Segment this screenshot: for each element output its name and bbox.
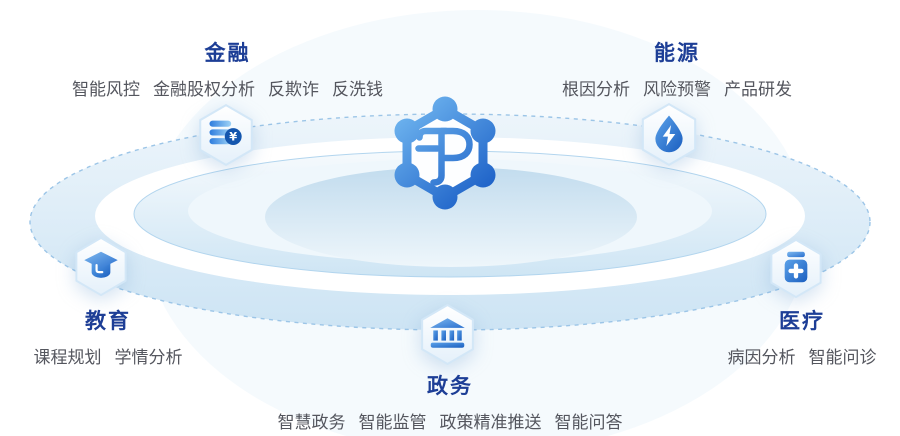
section-title-medical: 医疗 [779,310,825,333]
bank-building-icon [430,318,465,348]
hexagon-network-tp-logo [385,91,505,221]
feature-item: 智能监管 [358,413,427,432]
section-title-government: 政务 [427,375,473,398]
feature-item: 智能问答 [554,413,623,432]
coins-yen-icon: ¥ [209,120,242,146]
feature-item: 课程规划 [33,348,102,367]
section-items-energy: 根因分析 风险预警 产品研发 [527,75,827,100]
section-government: 政务 智慧政务 智能监管 政策精准推送 智能问答 [270,370,630,433]
graduation-cap-icon [84,251,118,278]
section-items-finance: 智能风控 金融股权分析 反欺诈 反洗钱 [55,75,400,100]
feature-item: 病因分析 [727,348,796,367]
section-items-medical: 病因分析 智能问诊 [713,343,891,368]
feature-item: 金融股权分析 [153,80,255,99]
feature-item: 智慧政务 [277,413,346,432]
government-badge [417,302,478,367]
svg-text:¥: ¥ [229,130,237,144]
section-energy: 能源 根因分析 风险预警 产品研发 [527,37,827,100]
section-title-energy: 能源 [654,42,700,65]
feature-item: 智能问诊 [808,348,877,367]
logo-node-icon [394,162,420,188]
feature-item: 学情分析 [114,348,183,367]
section-items-education: 课程规划 学情分析 [22,343,194,368]
section-finance: 金融 智能风控 金融股权分析 反欺诈 反洗钱 [55,37,400,100]
feature-item: 智能风控 [72,80,140,99]
logo-node-icon [432,96,458,122]
feature-item: 产品研发 [724,80,792,99]
section-education: 教育 课程规划 学情分析 [22,305,194,368]
finance-badge: ¥ [195,102,257,168]
logo-node-icon [432,184,458,210]
droplet-lightning-icon [655,115,683,153]
tp-monogram-icon [415,127,473,186]
core-ellipse [265,167,637,267]
energy-badge [637,101,701,168]
feature-item: 根因分析 [562,80,630,99]
medicine-bottle-icon [784,251,808,283]
section-medical: 医疗 病因分析 智能问诊 [713,305,891,368]
logo-node-icon [394,118,420,144]
section-items-government: 智慧政务 智能监管 政策精准推送 智能问答 [270,408,630,433]
section-title-education: 教育 [85,310,131,333]
logo-node-icon [470,162,496,188]
feature-item: 反洗钱 [332,80,383,99]
medical-badge [766,237,826,300]
logo-node-icon [470,118,496,144]
feature-item: 政策精准推送 [439,413,542,432]
feature-item: 反欺诈 [268,80,319,99]
education-badge [71,235,131,298]
section-title-finance: 金融 [204,42,251,65]
feature-item: 风险预警 [643,80,711,99]
logo-hexagon [402,104,488,202]
